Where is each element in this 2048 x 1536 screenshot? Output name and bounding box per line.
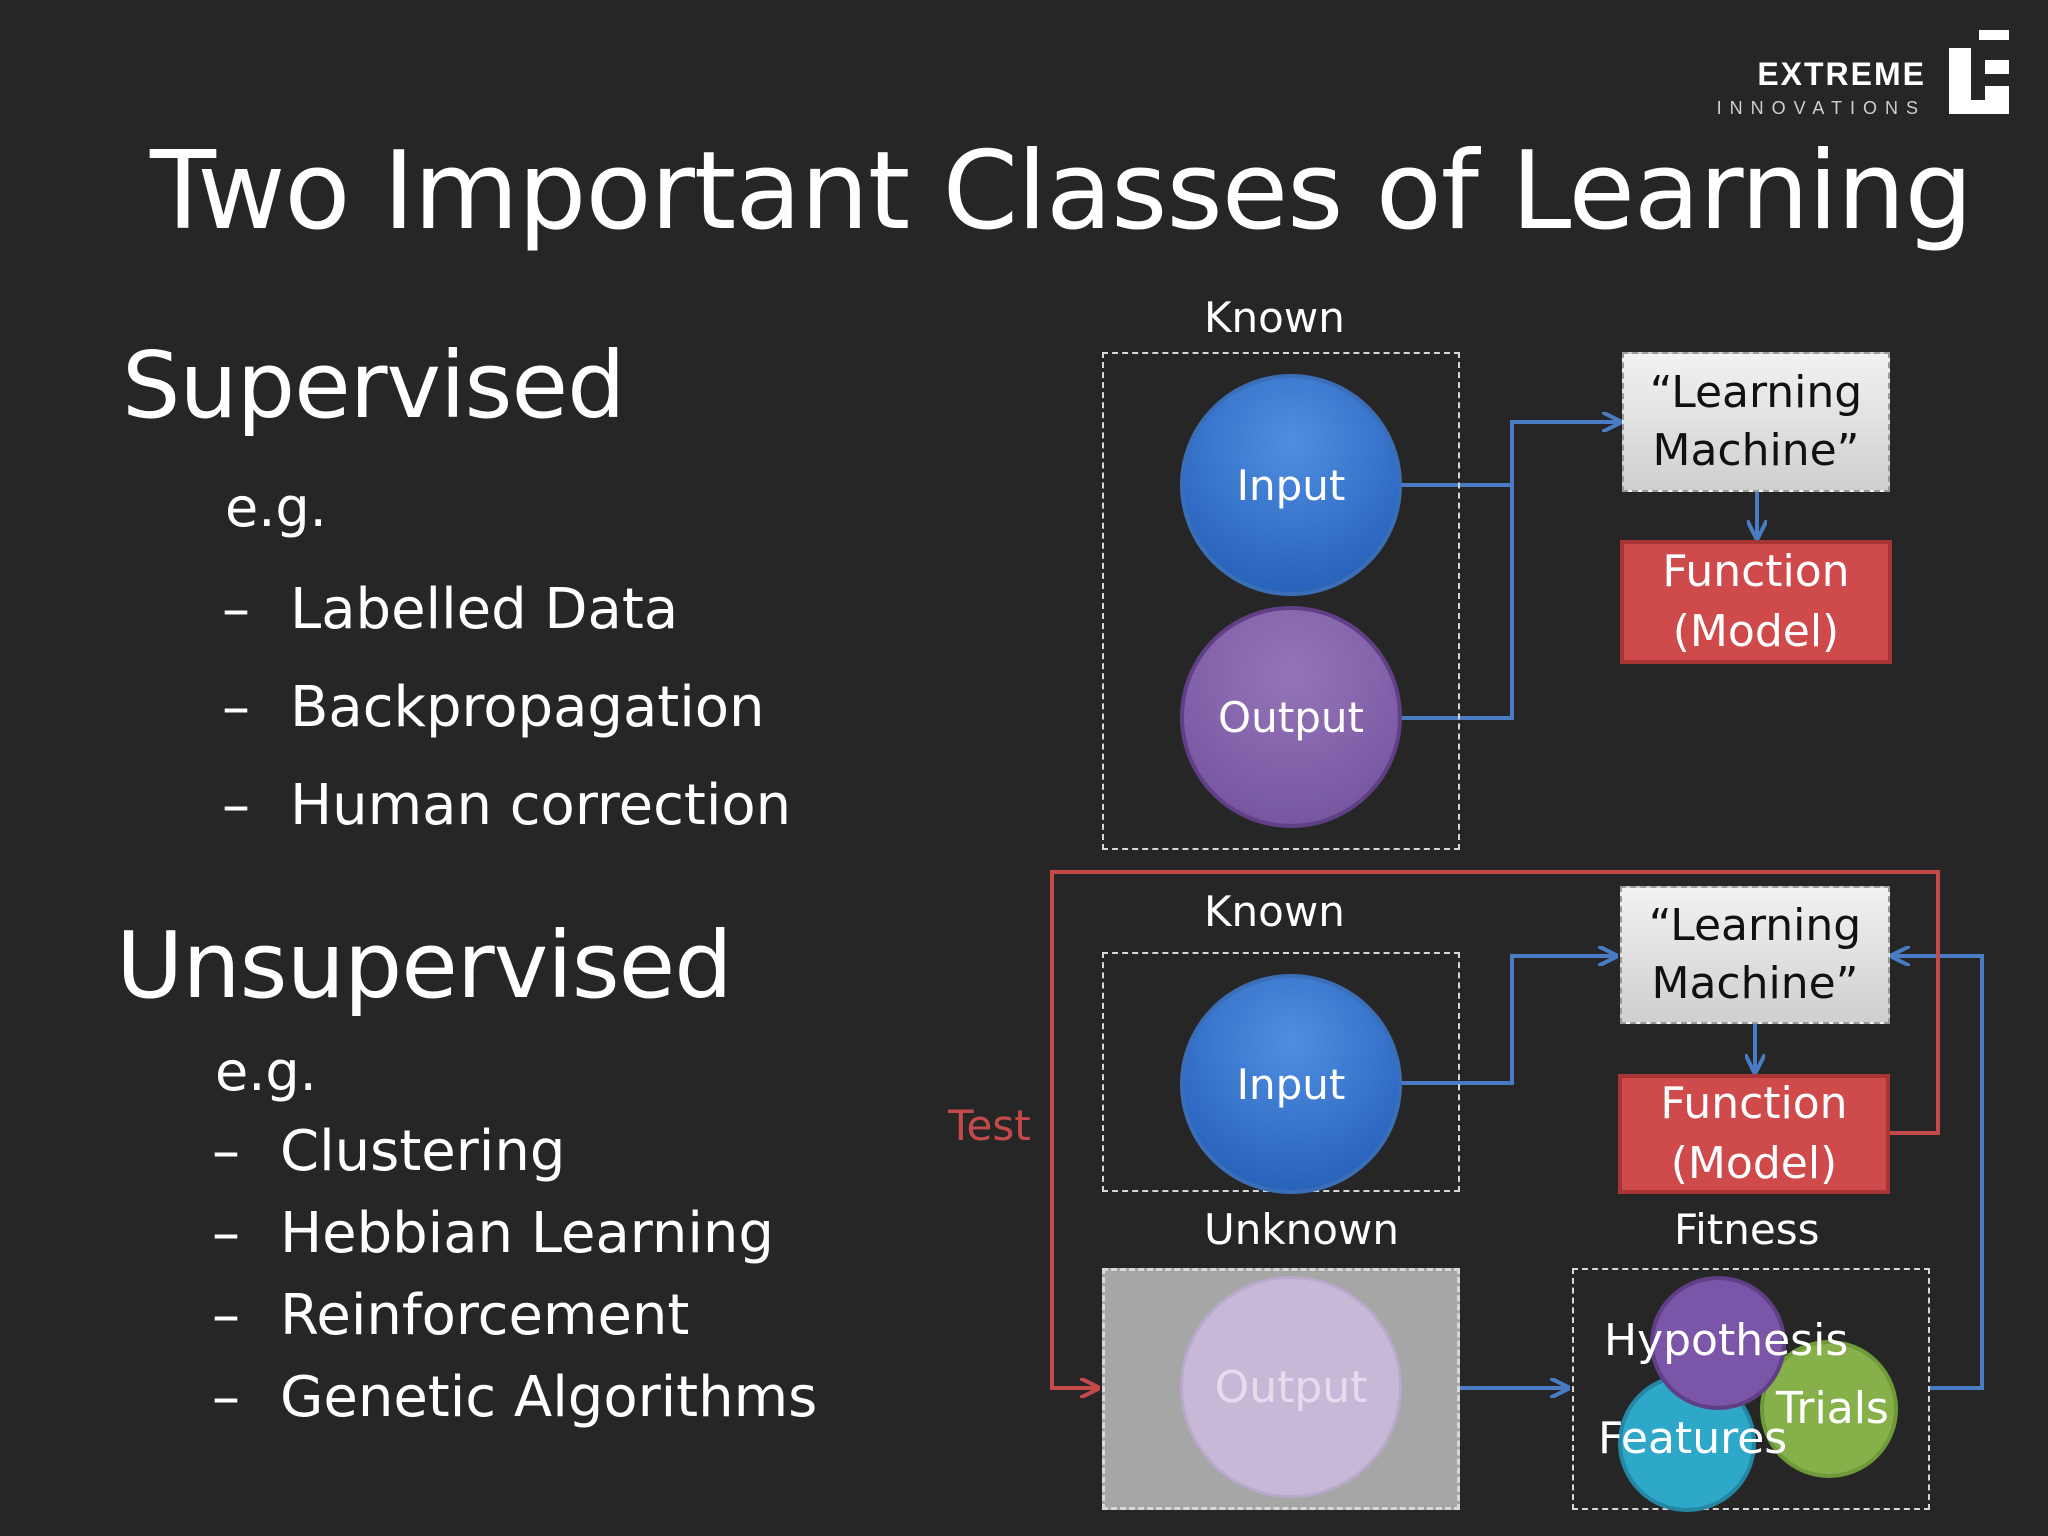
test-loop-wire — [1050, 870, 1940, 1388]
top-learning-machine: “Learning Machine” — [1622, 352, 1890, 492]
supervised-item: –Labelled Data — [222, 577, 679, 642]
slide-title: Two Important Classes of Learning — [150, 129, 1973, 254]
unsupervised-item: –Hebbian Learning — [212, 1201, 774, 1266]
logo-subtitle: INNOVATIONS — [1716, 98, 1926, 118]
top-output-node: Output — [1180, 606, 1402, 828]
logo-mark-icon — [1949, 30, 2009, 114]
supervised-item: –Human correction — [222, 773, 792, 838]
venn-hypothesis-circle — [1650, 1276, 1786, 1410]
venn-trials-label: Trials — [1776, 1383, 1889, 1434]
top-known-box — [1102, 352, 1460, 850]
supervised-eg: e.g. — [225, 476, 327, 539]
bottom-input-node: Input — [1180, 974, 1402, 1194]
venn-features-label: Features — [1598, 1413, 1788, 1464]
test-label: Test — [948, 1101, 1031, 1150]
fitness-label: Fitness — [1674, 1205, 1820, 1254]
venn-trials-circle — [1760, 1340, 1898, 1478]
bottom-learning-machine: “Learning Machine” — [1620, 886, 1890, 1024]
fitness-box — [1572, 1268, 1930, 1510]
logo-name: EXTREME — [1757, 56, 1926, 92]
unsupervised-eg: e.g. — [215, 1040, 317, 1103]
top-output-wire — [1400, 485, 1514, 720]
unsupervised-item: –Reinforcement — [212, 1283, 690, 1348]
unsupervised-heading: Unsupervised — [116, 912, 733, 1019]
unsupervised-item: –Genetic Algorithms — [212, 1365, 818, 1430]
unknown-label: Unknown — [1204, 1205, 1399, 1254]
unsupervised-item: –Clustering — [212, 1119, 566, 1184]
top-input-wire — [1400, 422, 1620, 487]
top-function-model: Function (Model) — [1620, 540, 1892, 664]
venn-hypothesis-label: Hypothesis — [1604, 1315, 1849, 1366]
supervised-item: –Backpropagation — [222, 675, 765, 740]
top-input-node: Input — [1180, 374, 1402, 596]
unknown-output-node: Output — [1180, 1276, 1402, 1498]
bottom-known-label: Known — [1204, 887, 1345, 936]
logo: EXTREME INNOVATIONS — [1717, 56, 1926, 120]
top-known-label: Known — [1204, 293, 1345, 342]
supervised-heading: Supervised — [122, 332, 625, 439]
bottom-function-model: Function (Model) — [1618, 1074, 1890, 1194]
bottom-input-wire — [1400, 956, 1616, 1085]
